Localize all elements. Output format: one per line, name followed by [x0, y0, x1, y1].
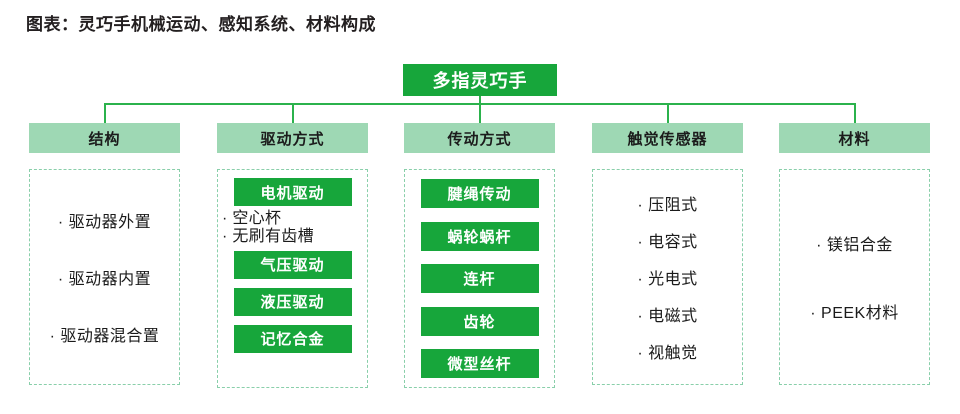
connector-drop-structure [104, 103, 106, 123]
pill-label: 记忆合金 [260, 331, 325, 349]
pill-label: 液压驱动 [260, 294, 325, 312]
column-material: 材料 镁铝合金 PEEK材料 [779, 123, 930, 385]
pill-label: 腱绳传动 [447, 186, 512, 203]
connector-drop-transmission [479, 103, 481, 123]
column-header-transmission[interactable]: 传动方式 [404, 123, 555, 153]
column-transmission: 传动方式 腱绳传动 蜗轮蜗杆 连杆 齿轮 微型丝杆 [404, 123, 555, 388]
list-item[interactable]: 压阻式 [637, 191, 697, 215]
column-header-label: 驱动方式 [260, 130, 325, 148]
column-header-tactile-sensor[interactable]: 触觉传感器 [592, 123, 743, 153]
pill-micro-lead-screw[interactable]: 微型丝杆 [420, 349, 539, 378]
list-item[interactable]: 驱动器混合置 [50, 322, 160, 346]
column-body-transmission: 腱绳传动 蜗轮蜗杆 连杆 齿轮 微型丝杆 [404, 169, 555, 388]
column-header-material[interactable]: 材料 [779, 123, 930, 153]
pill-linkage[interactable]: 连杆 [420, 264, 539, 293]
pill-pneumatic-drive[interactable]: 气压驱动 [233, 250, 352, 279]
pill-motor-drive[interactable]: 电机驱动 [233, 178, 352, 206]
column-header-label: 传动方式 [447, 130, 512, 148]
pill-label: 电机驱动 [260, 184, 325, 202]
column-header-label: 材料 [838, 130, 871, 148]
list-item[interactable]: 驱动器外置 [58, 208, 151, 232]
list-item[interactable]: 驱动器内置 [58, 265, 151, 289]
column-header-structure[interactable]: 结构 [29, 123, 180, 153]
page-title: 图表：灵巧手机械运动、感知系统、材料构成 [26, 15, 376, 34]
pill-label: 气压驱动 [260, 257, 325, 275]
pill-label: 齿轮 [463, 313, 496, 331]
pill-gear[interactable]: 齿轮 [420, 306, 539, 336]
column-header-label: 结构 [88, 130, 121, 148]
pill-tendon-drive[interactable]: 腱绳传动 [420, 179, 539, 208]
column-body-material: 镁铝合金 PEEK材料 [779, 169, 930, 385]
pill-hydraulic-drive[interactable]: 液压驱动 [233, 287, 352, 316]
column-header-drive-mode[interactable]: 驱动方式 [217, 123, 368, 153]
pill-label: 蜗轮蜗杆 [447, 228, 512, 246]
column-body-structure: 驱动器外置 驱动器内置 驱动器混合置 [29, 169, 180, 385]
column-header-label: 触觉传感器 [627, 130, 708, 148]
pill-label: 连杆 [463, 271, 496, 288]
pill-memory-alloy[interactable]: 记忆合金 [233, 324, 352, 353]
connector-root-stem [479, 96, 481, 104]
root-node-label: 多指灵巧手 [432, 71, 528, 91]
connector-drop-tactile-sensor [667, 103, 669, 123]
column-body-tactile-sensor: 压阻式 电容式 光电式 电磁式 视触觉 [592, 169, 743, 385]
list-item[interactable]: 视触觉 [637, 339, 697, 363]
list-item[interactable]: 空心杯 [222, 210, 367, 228]
list-item[interactable]: 无刷有齿槽 [222, 228, 367, 246]
column-drive-mode: 驱动方式 电机驱动 空心杯 无刷有齿槽 气压驱动 液压驱动 记忆合金 [217, 123, 368, 388]
pill-worm-gear[interactable]: 蜗轮蜗杆 [420, 221, 539, 251]
list-item[interactable]: PEEK材料 [810, 299, 898, 323]
root-node-multi-finger-dexterous-hand[interactable]: 多指灵巧手 [403, 64, 557, 96]
column-tactile-sensor: 触觉传感器 压阻式 电容式 光电式 电磁式 视触觉 [592, 123, 743, 385]
column-structure: 结构 驱动器外置 驱动器内置 驱动器混合置 [29, 123, 180, 385]
connector-drop-material [854, 103, 856, 123]
list-item[interactable]: 光电式 [637, 265, 697, 289]
pill-label: 微型丝杆 [447, 356, 512, 373]
connector-drop-drive-mode [292, 103, 294, 123]
list-item[interactable]: 电容式 [637, 228, 697, 252]
list-item[interactable]: 镁铝合金 [816, 231, 893, 255]
column-body-drive-mode: 电机驱动 空心杯 无刷有齿槽 气压驱动 液压驱动 记忆合金 [217, 169, 368, 388]
list-item[interactable]: 电磁式 [637, 302, 697, 326]
